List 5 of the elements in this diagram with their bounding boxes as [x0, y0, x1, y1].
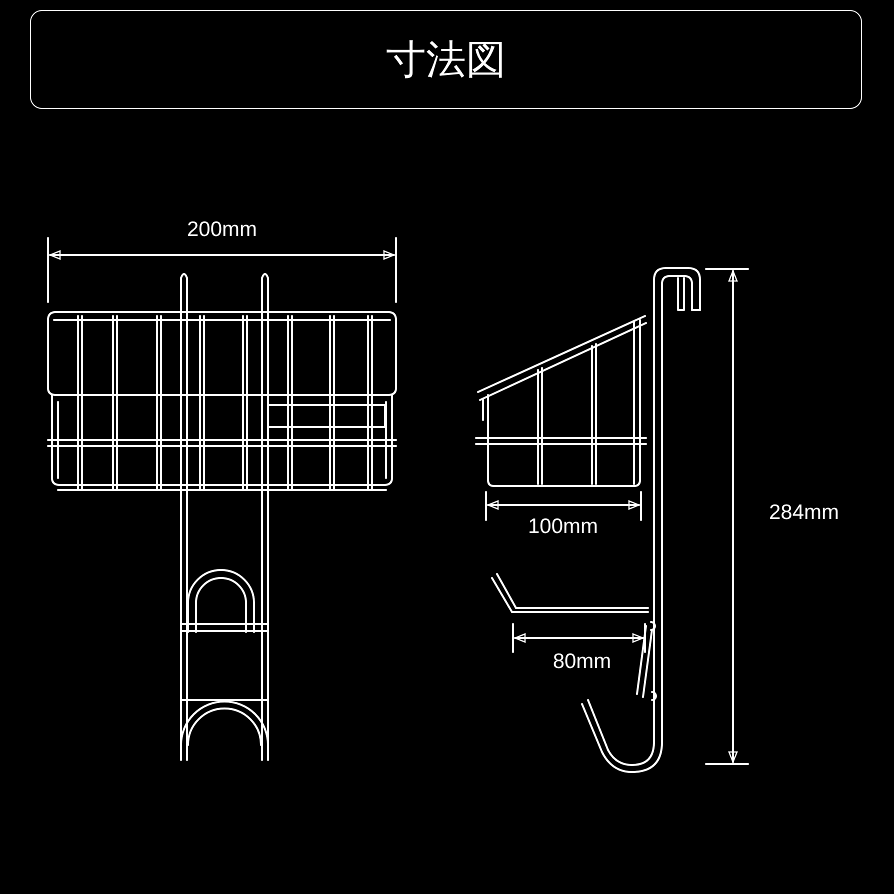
title-box: 寸法図: [30, 10, 862, 109]
dimension-label: 80mm: [552, 650, 612, 674]
dimension-label: 284mm: [768, 501, 840, 525]
dimension-label: 100mm: [528, 515, 598, 539]
dimension-label: 200mm: [186, 218, 258, 242]
